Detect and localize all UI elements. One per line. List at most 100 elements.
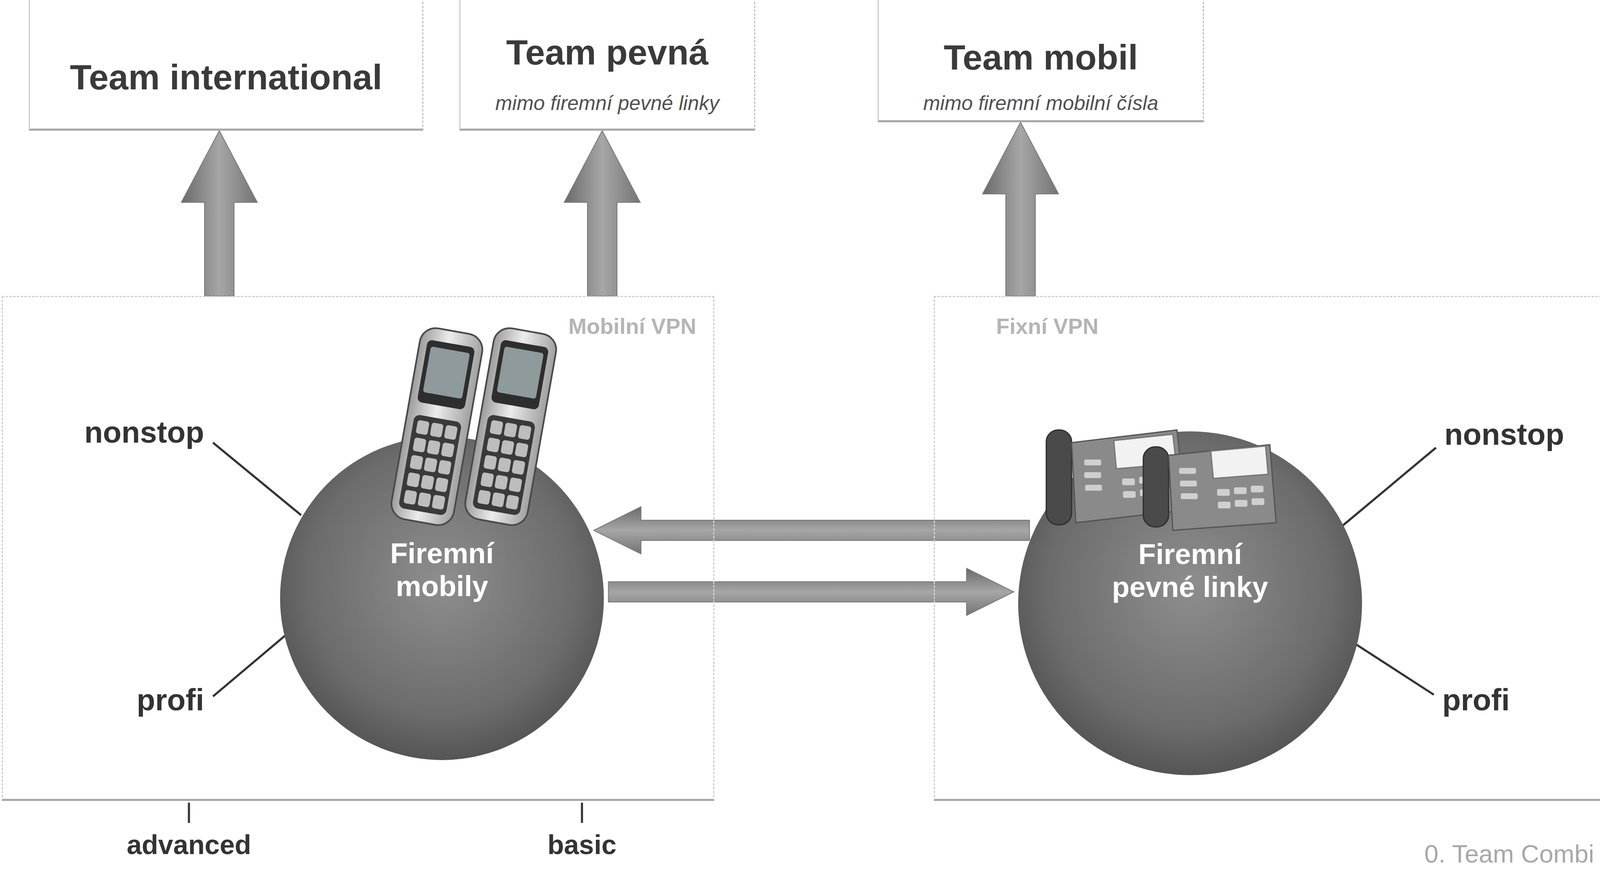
illustration-part [1234,500,1248,507]
illustration-part [1251,498,1265,506]
box-subtitle: mimo firemní mobilní čísla [923,91,1159,115]
option-label: profi [136,682,205,718]
illustration-part [497,457,512,473]
illustration-part [434,477,449,493]
phone-base [1168,444,1277,531]
leader-line [1341,447,1436,528]
panel-label: Fixní VPN [996,314,1099,340]
handset [1046,430,1072,526]
handset [1143,447,1169,528]
option-label: nonstop [1444,417,1565,453]
illustration-part [403,489,418,505]
group-circle: Firemní pevné linky [1016,430,1364,777]
illustration-part [431,494,446,510]
phone-screen-frame [490,339,550,411]
footer-label: 0. Team Combi [1424,839,1595,869]
illustration-part [444,425,458,441]
desk-phone [1143,444,1277,531]
phone-screen-frame [417,339,476,411]
mobile-phones-illustration [278,317,606,537]
phone-keys [1179,468,1265,509]
illustration-part [500,439,515,456]
phone-body [462,325,559,528]
illustration-part [429,422,444,438]
illustration-part [494,474,509,491]
illustration-part [1217,501,1231,509]
phone-keys [403,420,458,511]
block-arrow [181,130,258,297]
option-label: nonstop [84,414,205,450]
illustration-part [1179,480,1197,487]
illustration-part [489,420,504,436]
leader-line [212,630,291,697]
phone-display [1210,446,1269,479]
circle-fill [280,436,604,761]
option-label: profi [1442,682,1510,718]
illustration-part [1179,468,1196,475]
illustration-part [1084,472,1102,479]
box-title: Team pevná [506,32,709,73]
phone-keypad [471,414,536,516]
option-label: advanced [126,829,251,862]
illustration-part [508,477,523,493]
phone-keys [476,420,532,511]
illustration-part [517,425,532,441]
block-arrow [564,130,641,297]
illustration-part [514,442,529,458]
illustration-part [406,472,421,488]
desk-phones-illustration [1016,404,1364,532]
illustration-part [486,437,501,453]
service-box: Team mobil mimo firemní mobilní čísla [877,0,1205,123]
illustration-part [437,459,452,475]
illustration-part [1180,493,1198,500]
illustration-part [1250,485,1264,493]
illustration-part [1217,489,1230,496]
block-arrow [982,122,1059,297]
illustration-part [409,455,424,471]
leader-line [212,442,302,516]
illustration-part [1085,484,1102,491]
illustration-part [423,457,438,473]
tick-line [188,802,191,824]
illustration-part [420,474,435,491]
vpn-panel: Firemní mobily Mobilní VPN [1,296,715,802]
illustration-part [1233,487,1247,495]
illustration-part [476,489,491,505]
illustration-part [412,437,427,453]
illustration-part [483,455,498,471]
group-circle: Firemní mobily [278,435,606,762]
illustration-part [417,492,432,508]
service-box: Team international [28,0,424,131]
option-label: basic [547,829,617,862]
phone-screen [496,346,545,400]
illustration-part [511,459,526,475]
box-title: Team international [70,56,383,98]
phone-screen [422,346,471,400]
service-box: Team pevná mimo firemní pevné linky [459,0,756,131]
illustration-part [1123,491,1136,499]
phone-keypad [398,414,462,516]
vpn-panel: Firemní pevné linky Fixní VPN [933,296,1600,802]
illustration-part [491,492,506,508]
circle-label: Firemní pevné linky [1097,537,1283,604]
illustration-part [1084,459,1102,466]
illustration-part [426,439,441,456]
tick-line [581,802,584,824]
illustration-part [1122,478,1135,486]
illustration-part [480,472,495,488]
leader-line [1353,643,1434,695]
block-arrow [608,568,1014,616]
illustration-part [505,494,520,510]
panel-label: Mobilní VPN [568,314,697,340]
illustration-part [415,420,430,436]
illustration-part [440,442,455,458]
mobile-phone [462,325,559,528]
box-subtitle: mimo firemní pevné linky [495,91,720,115]
block-arrow [593,506,1030,555]
illustration-part [503,422,518,438]
box-title: Team mobil [943,37,1139,79]
circle-label: Firemní mobily [349,536,535,603]
